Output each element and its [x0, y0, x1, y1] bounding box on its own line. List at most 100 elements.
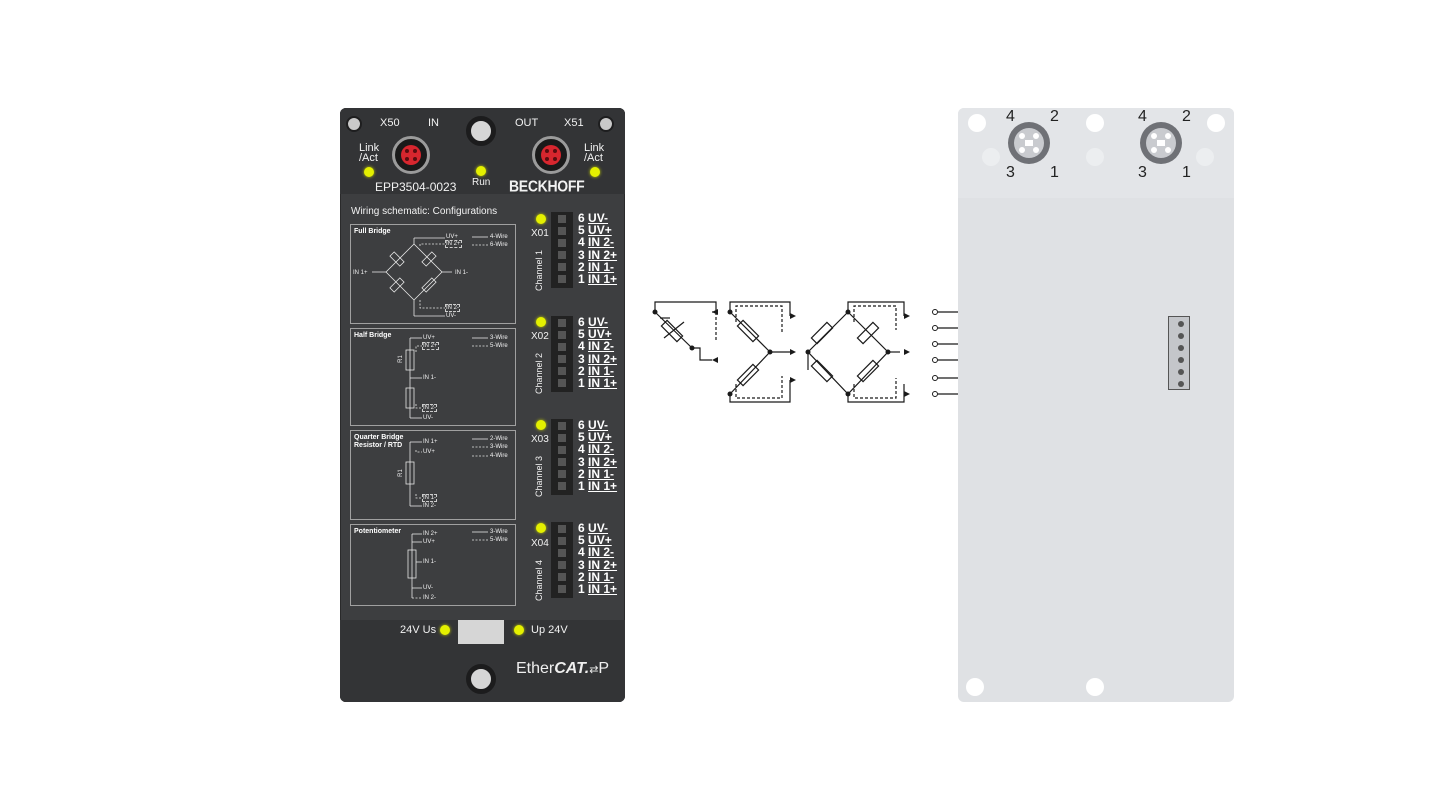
pin-row-3: 3 IN 2+ — [578, 248, 618, 262]
mounting-hole-bottom — [466, 664, 496, 694]
channel-3-label: Channel 3 — [534, 455, 544, 497]
panel-title: Potentiometer — [354, 528, 402, 535]
pin-row-3: 3 IN 2+ — [578, 455, 618, 469]
gray-hole-mid-left — [982, 148, 1000, 166]
port-face-icon — [541, 145, 561, 165]
m8-in-pin-2: 2 — [1050, 108, 1059, 125]
qb-in1plus: IN 1+ — [423, 439, 438, 445]
gray-hole-top-left — [968, 114, 986, 132]
panel-full-bridge: Full Bridge — [350, 224, 516, 324]
po-in1minus: IN 1- — [423, 559, 437, 565]
led-channel-3 — [536, 420, 546, 430]
m8-connector-out[interactable] — [1140, 122, 1182, 164]
m8-face-icon — [1014, 128, 1044, 158]
led-channel-2 — [536, 317, 546, 327]
terminal-block-x01[interactable] — [551, 212, 573, 288]
port-dir-out: OUT — [515, 117, 539, 129]
ethercat-suffix: P — [598, 660, 610, 677]
panel-half-bridge: Half Bridge — [350, 328, 516, 426]
po-uvplus: UV+ — [423, 539, 435, 545]
pin-row-5: 5 UV+ — [578, 223, 612, 237]
epp3504-device — [340, 108, 625, 702]
m8-out-pin-4: 4 — [1138, 108, 1147, 125]
connector-x01: X01 — [531, 228, 549, 239]
hb-r1: R1 — [397, 355, 404, 363]
panel-title: Full Bridge — [354, 228, 391, 235]
link-act-left-1: Link — [359, 142, 380, 154]
hb-in2minus: IN 2- — [421, 404, 438, 412]
m8-out-pin-3: 3 — [1138, 164, 1147, 181]
m8-out-pin-1: 1 — [1182, 164, 1191, 181]
channel-4-label: Channel 4 — [534, 559, 544, 601]
hb-uvplus: UV+ — [423, 335, 435, 341]
fb-uvplus: UV+ — [446, 234, 458, 240]
connector-x03: X03 — [531, 434, 549, 445]
gray-hole-top-mid — [1086, 114, 1104, 132]
terminal-block-x03[interactable] — [551, 419, 573, 495]
pin-row-2: 2 IN 1- — [578, 570, 615, 584]
ethercat-port-in[interactable] — [392, 136, 430, 174]
led-us — [440, 625, 450, 635]
qb-legend-3: 4-Wire — [490, 453, 508, 459]
pin-row-4: 4 IN 2- — [578, 235, 615, 249]
pin-row-4: 4 IN 2- — [578, 545, 615, 559]
link-act-right-2: /Act — [584, 152, 603, 164]
pin-row-6: 6 UV- — [578, 418, 609, 432]
panel-potentiometer: Potentiometer — [350, 524, 516, 606]
m8-face-icon — [1146, 128, 1176, 158]
pin-row-1: 1 IN 1+ — [578, 479, 618, 493]
panel-title-line2: Resistor / RTD — [354, 442, 403, 450]
run-label: Run — [472, 177, 491, 188]
port-label-x51: X51 — [564, 117, 584, 129]
gray-hole-mid-right — [1196, 148, 1214, 166]
led-run — [476, 166, 486, 176]
po-legend-2: 5-Wire — [490, 537, 508, 543]
qb-legend-2: 3-Wire — [490, 444, 508, 450]
terminal-block-x02[interactable] — [551, 316, 573, 392]
hb-uvminus: UV- — [423, 415, 434, 421]
pin-row-1: 1 IN 1+ — [578, 376, 618, 390]
qb-in1minus: IN 1- — [421, 494, 438, 502]
ethercat-port-out[interactable] — [532, 136, 570, 174]
po-uvminus: UV- — [423, 585, 434, 591]
pin-row-5: 5 UV+ — [578, 327, 612, 341]
led-up — [514, 625, 524, 635]
screw-top-left-icon — [346, 116, 362, 132]
pin-row-4: 4 IN 2- — [578, 339, 615, 353]
us-label: 24V Us — [400, 624, 437, 636]
qb-legend-1: 2-Wire — [490, 436, 508, 442]
po-in2minus: IN 2- — [423, 595, 437, 601]
ethercat-p-logo: EtherCAT.⇄P — [516, 660, 609, 678]
fb-in1plus: IN 1+ — [353, 270, 368, 276]
model-label: EPP3504-0023 — [375, 180, 457, 194]
connector-x04: X04 — [531, 538, 549, 549]
link-act-right-1: Link — [584, 142, 605, 154]
link-act-left-2: /Act — [359, 152, 378, 164]
pin-row-1: 1 IN 1+ — [578, 582, 618, 596]
qb-uvplus: UV+ — [423, 449, 435, 455]
terminal-block-x04[interactable] — [551, 522, 573, 598]
mounting-hole-top — [466, 116, 496, 146]
ethercat-bold: CAT. — [554, 660, 590, 677]
led-channel-4 — [536, 523, 546, 533]
pin-row-6: 6 UV- — [578, 521, 609, 535]
channel-2-label: Channel 2 — [534, 352, 544, 394]
gray-hole-mid-center — [1086, 148, 1104, 166]
ethercat-text: Ether — [516, 660, 555, 677]
m8-in-pin-3: 3 — [1006, 164, 1015, 181]
qb-r1: R1 — [397, 469, 404, 477]
m8-connector-in[interactable] — [1008, 122, 1050, 164]
po-in2plus: IN 2+ — [423, 531, 438, 537]
gray-hole-bottom-mid — [1086, 678, 1104, 696]
pin-row-2: 2 IN 1- — [578, 364, 615, 378]
pin-row-5: 5 UV+ — [578, 430, 612, 444]
m8-out-pin-2: 2 — [1182, 108, 1191, 125]
fb-legend-1: 4-Wire — [490, 234, 508, 240]
pin-row-1: 1 IN 1+ — [578, 272, 618, 286]
fb-in2minus: IN 2- — [444, 304, 461, 312]
hb-in1minus: IN 1- — [423, 375, 437, 381]
gray-terminal-connector[interactable] — [1168, 316, 1190, 390]
label-plate — [458, 620, 504, 644]
fb-uvminus: UV- — [446, 313, 457, 319]
ethercat-arrow-icon: ⇄ — [589, 664, 599, 676]
